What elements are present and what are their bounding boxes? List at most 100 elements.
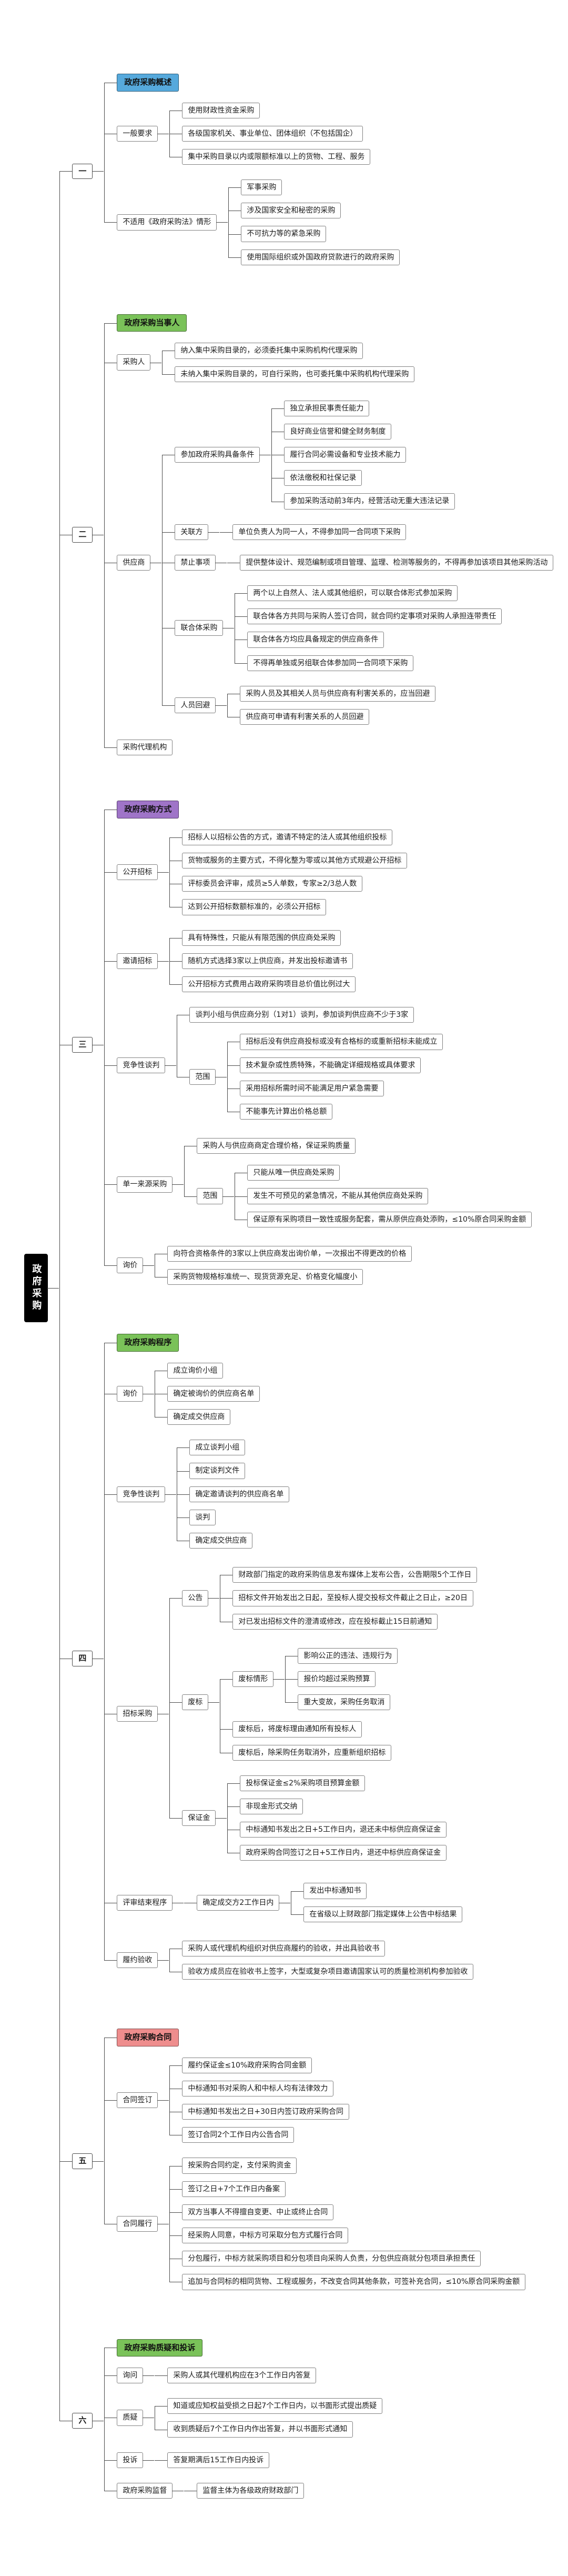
topic-contract-signing[interactable]: 合同签订 [117, 2092, 169, 2109]
detail-node[interactable]: 确定成交供应商 [167, 1409, 231, 1425]
topic-node[interactable]: 关联方 [175, 524, 220, 540]
detail-node[interactable]: 使用国际组织或外国政府贷款进行的政府采购 [241, 249, 400, 265]
detail-node[interactable]: 军事采购 [241, 179, 282, 196]
detail-node[interactable]: 采购人与供应商商定合理价格，保证采购质量 [197, 1138, 356, 1154]
detail-node[interactable]: 财政部门指定的政府采购信息发布媒体上发布公告，公告期限5个工作日 [232, 1567, 478, 1583]
topic-invited-tender[interactable]: 邀请招标 [117, 953, 169, 969]
topic-supplier[interactable]: 供应商 [117, 554, 162, 571]
detail-node[interactable]: 单位负责人为同一人，不得参加同一合同项下采购 [232, 524, 407, 540]
topic-complaint[interactable]: 投诉 [117, 2452, 155, 2468]
topic-review-end[interactable]: 评审结束程序 [117, 1894, 184, 1911]
section-title-procedures[interactable]: 政府采购程序 [117, 1334, 179, 1352]
section-title-complaints[interactable]: 政府采购质疑和投诉 [117, 2339, 203, 2357]
topic-node[interactable]: 人员回避 [175, 697, 227, 714]
topic-purchaser[interactable]: 采购人 [117, 354, 162, 371]
detail-node[interactable]: 签订合同2个工作日内公告合同 [182, 2127, 295, 2143]
detail-node[interactable]: 发生不可预见的紧急情况，不能从其他供应商处采购 [247, 1188, 429, 1204]
topic-single-source[interactable]: 单一来源采购 [117, 1176, 184, 1193]
detail-node[interactable]: 确定邀请谈判的供应商名单 [189, 1486, 290, 1502]
detail-node[interactable]: 谈判小组与供应商分别（1对1）谈判，参加谈判供应商不少于3家 [189, 1007, 414, 1023]
detail-node[interactable]: 联合体各方共同与采购人签订合同，就合同约定事项对采购人承担连带责任 [247, 608, 502, 625]
detail-node[interactable]: 中标通知书发出之日+5工作日内，退还未中标供应商保证金 [240, 1822, 447, 1838]
topic-node[interactable]: 公告 [182, 1590, 220, 1606]
topic-node[interactable]: 废标情形 [232, 1671, 285, 1688]
topic-inquiry-procedure[interactable]: 询价 [117, 1385, 155, 1402]
topic-node[interactable]: 禁止事项 [175, 554, 227, 571]
detail-node[interactable]: 非现金形式交纳 [240, 1798, 303, 1815]
section-title-methods[interactable]: 政府采购方式 [117, 801, 179, 818]
detail-node[interactable]: 独立承担民事责任能力 [284, 400, 370, 416]
topic-enquiry[interactable]: 询问 [117, 2368, 155, 2384]
detail-node[interactable]: 废标后，将废标理由通知所有投标人 [232, 1721, 362, 1738]
detail-node[interactable]: 答复期满后15工作日内投诉 [167, 2452, 270, 2468]
detail-node[interactable]: 随机方式选择3家以上供应商，并发出投标邀请书 [182, 953, 353, 969]
detail-node[interactable]: 使用财政性资金采购 [182, 102, 260, 118]
section-title-parties[interactable]: 政府采购当事人 [117, 314, 187, 332]
topic-inquiry[interactable]: 询价 [117, 1257, 155, 1274]
detail-node[interactable]: 具有特殊性，只能从有限范围的供应商处采购 [182, 930, 341, 946]
detail-node[interactable]: 在省级以上财政部门指定媒体上公告中标结果 [303, 1906, 463, 1922]
section-number-6[interactable]: 六 [72, 2413, 104, 2429]
detail-node[interactable]: 验收方成员应在验收书上签字，大型或复杂项目邀请国家认可的质量检测机构参加验收 [182, 1964, 474, 1980]
detail-node[interactable]: 只能从唯一供应商处采购 [247, 1165, 340, 1181]
detail-node[interactable]: 政府采购合同签订之日+5工作日内，退还中标供应商保证金 [240, 1845, 447, 1861]
detail-node[interactable]: 分包履行，中标方就采购项目和分包项目向采购人负责，分包供应商就分包项目承担责任 [182, 2251, 481, 2267]
topic-competitive-negotiation[interactable]: 竞争性谈判 [117, 1057, 177, 1073]
detail-node[interactable]: 向符合资格条件的3家以上供应商发出询价单，一次报出不得更改的价格 [167, 1245, 412, 1262]
detail-node[interactable]: 采用招标所需时间不能满足用户紧急需要 [240, 1080, 384, 1096]
detail-node[interactable]: 重大变故，采购任务取消 [298, 1694, 391, 1711]
detail-node[interactable]: 成立询价小组 [167, 1362, 224, 1379]
detail-node[interactable]: 谈判 [189, 1509, 216, 1525]
topic-node[interactable]: 废标 [182, 1694, 220, 1711]
topic-node[interactable]: 确定成交方2工作日内 [197, 1894, 291, 1911]
topic-challenge[interactable]: 质疑 [117, 2410, 155, 2426]
detail-node[interactable]: 未纳入集中采购目录的，可自行采购，也可委托集中采购机构代理采购 [175, 366, 415, 382]
detail-node[interactable]: 采购人员及其相关人员与供应商有利害关系的，应当回避 [240, 685, 436, 702]
section-title-overview[interactable]: 政府采购概述 [117, 74, 179, 92]
detail-node[interactable]: 纳入集中采购目录的，必须委托集中采购机构代理采购 [175, 343, 363, 359]
detail-node[interactable]: 两个以上自然人、法人或其他组织，可以联合体形式参加采购 [247, 585, 458, 602]
detail-node[interactable]: 招标后没有供应商投标或没有合格标的或重新招标未能成立 [240, 1034, 443, 1050]
section-number-3[interactable]: 三 [72, 1037, 104, 1053]
detail-node[interactable]: 发出中标通知书 [303, 1883, 367, 1899]
topic-contract-performance[interactable]: 合同履行 [117, 2215, 169, 2232]
section-title-contract[interactable]: 政府采购合同 [117, 2029, 179, 2046]
detail-node[interactable]: 知道或应知权益受损之日起7个工作日内，以书面形式提出质疑 [167, 2398, 383, 2414]
topic-open-tender[interactable]: 公开招标 [117, 864, 169, 881]
detail-node[interactable]: 对已发出招标文件的澄清或修改，应在投标截止15日前通知 [232, 1613, 438, 1630]
detail-node[interactable]: 提供整体设计、规范编制或项目管理、监理、检测等服务的，不得再参加该项目其他采购活… [240, 554, 554, 571]
section-number-5[interactable]: 五 [72, 2153, 104, 2169]
detail-node[interactable]: 评标委员会评审，成员≥5人单数，专家≥2/3总人数 [182, 876, 363, 892]
detail-node[interactable]: 涉及国家安全和秘密的采购 [241, 203, 341, 219]
topic-supervision[interactable]: 政府采购监督 [117, 2482, 184, 2499]
detail-node[interactable]: 履约保证金≤10%政府采购合同金额 [182, 2057, 312, 2073]
topic-not-applicable[interactable]: 不适用《政府采购法》情形 [117, 214, 228, 231]
detail-node[interactable]: 履行合同必需设备和专业技术能力 [284, 447, 407, 463]
topic-acceptance[interactable]: 履约验收 [117, 1952, 169, 1969]
detail-node[interactable]: 联合体各方均应具备规定的供应商条件 [247, 632, 384, 648]
detail-node[interactable]: 废标后，除采购任务取消外，应重新组织招标 [232, 1744, 392, 1761]
detail-node[interactable]: 采购货物规格标准统一、现货货源充足、价格变化幅度小 [167, 1269, 363, 1285]
detail-node[interactable]: 追加与合同标的相同货物、工程或服务，不改变合同其他条款，可签补充合同，≤10%原… [182, 2274, 526, 2290]
detail-node[interactable]: 制定谈判文件 [189, 1463, 246, 1479]
detail-node[interactable]: 招标文件开始发出之日起，至投标人提交投标文件截止之日止，≥20日 [232, 1590, 473, 1606]
detail-node[interactable]: 收到质疑后7个工作日内作出答复，并以书面形式通知 [167, 2421, 353, 2438]
detail-node[interactable]: 采购人或代理机构组织对供应商履约的验收，并出具验收书 [182, 1940, 386, 1956]
topic-negotiation-procedure[interactable]: 竞争性谈判 [117, 1486, 177, 1502]
root-topic[interactable]: 政府采购 [24, 1254, 59, 1322]
topic-procurement-agency[interactable]: 采购代理机构 [117, 740, 173, 756]
detail-node[interactable]: 达到公开招标数额标准的，必须公开招标 [182, 899, 327, 915]
detail-node[interactable]: 货物或服务的主要方式，不得化整为零或以其他方式规避公开招标 [182, 853, 408, 869]
detail-node[interactable]: 招标人以招标公告的方式，邀请不特定的法人或其他组织投标 [182, 829, 393, 845]
detail-node[interactable]: 中标通知书对采购人和中标人均有法律效力 [182, 2080, 334, 2097]
detail-node[interactable]: 参加采购活动前3年内，经营活动无重大违法记录 [284, 493, 455, 510]
section-number-2[interactable]: 二 [72, 527, 104, 543]
detail-node[interactable]: 确定成交供应商 [189, 1533, 253, 1549]
topic-node[interactable]: 范围 [189, 1069, 227, 1085]
detail-node[interactable]: 确定被询价的供应商名单 [167, 1385, 260, 1402]
detail-node[interactable]: 签订之日+7个工作日内备案 [182, 2181, 286, 2197]
detail-node[interactable]: 依法缴税和社保记录 [284, 470, 362, 486]
topic-tender-procedure[interactable]: 招标采购 [117, 1706, 169, 1722]
topic-node[interactable]: 联合体采购 [175, 620, 235, 636]
detail-node[interactable]: 双方当事人不得擅自变更、中止或终止合同 [182, 2204, 334, 2220]
